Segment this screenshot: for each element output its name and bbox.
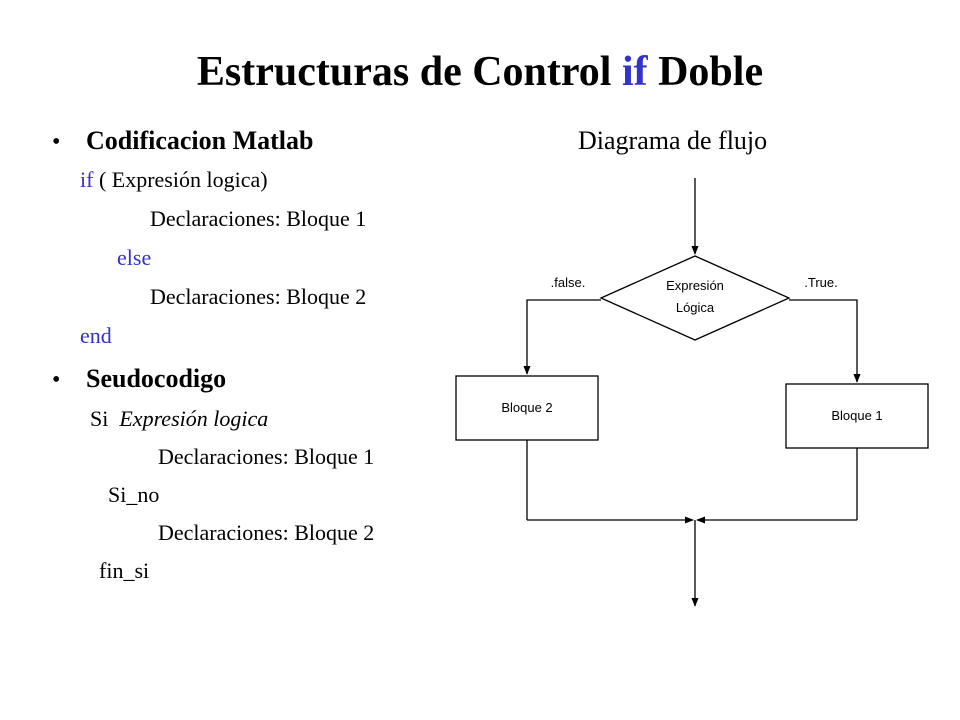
true-label: .True. [804, 275, 837, 290]
page-title: Estructuras de Control if Doble [0, 44, 960, 100]
matlab-if-condition: ( Expresión logica) [98, 167, 268, 192]
decision-diamond [599, 255, 791, 341]
false-branch-arrow [523, 299, 601, 375]
matlab-if-line: if ( Expresión logica) [80, 166, 268, 194]
matlab-block2: Declaraciones: Bloque 2 [150, 284, 367, 309]
title-post: Doble [658, 49, 764, 95]
matlab-end-keyword: end [80, 323, 112, 348]
decision-label-line2: Lógica [676, 300, 715, 315]
title-keyword: if [621, 49, 648, 95]
block2-box [455, 375, 599, 441]
block1-box [785, 383, 929, 449]
false-label: .false. [551, 275, 586, 290]
bullet-pseudo-label: Seudocodigo [86, 364, 227, 393]
matlab-if-keyword: if [80, 167, 94, 192]
matlab-block1: Declaraciones: Bloque 1 [150, 206, 367, 231]
bullet-matlab-label: Codificacion Matlab [86, 126, 314, 155]
bullet-pseudo: • Seudocodigo [52, 362, 226, 397]
pseudo-si-no: Si_no [108, 482, 160, 507]
pseudo-fin-si: fin_si [99, 558, 150, 583]
pseudo-block2: Declaraciones: Bloque 2 [158, 520, 375, 545]
pseudo-si: Si [90, 406, 109, 431]
matlab-else-keyword: else [117, 245, 152, 270]
title-pre: Estructuras de Control [196, 49, 612, 95]
decision-label-line1: Expresión [666, 278, 724, 293]
pseudo-si-line: Si Expresión logica [90, 405, 268, 433]
true-branch-arrow [789, 299, 861, 383]
block2-label: Bloque 2 [501, 400, 552, 415]
pseudo-condition: Expresión logica [119, 406, 269, 431]
bullet-dot: • [52, 367, 61, 393]
block1-label: Bloque 1 [831, 408, 882, 423]
bullet-matlab: • Codificacion Matlab [52, 124, 314, 159]
pseudo-block1: Declaraciones: Bloque 1 [158, 444, 375, 469]
bullet-dot: • [52, 129, 61, 155]
diagram-heading: Diagrama de flujo [578, 126, 768, 155]
